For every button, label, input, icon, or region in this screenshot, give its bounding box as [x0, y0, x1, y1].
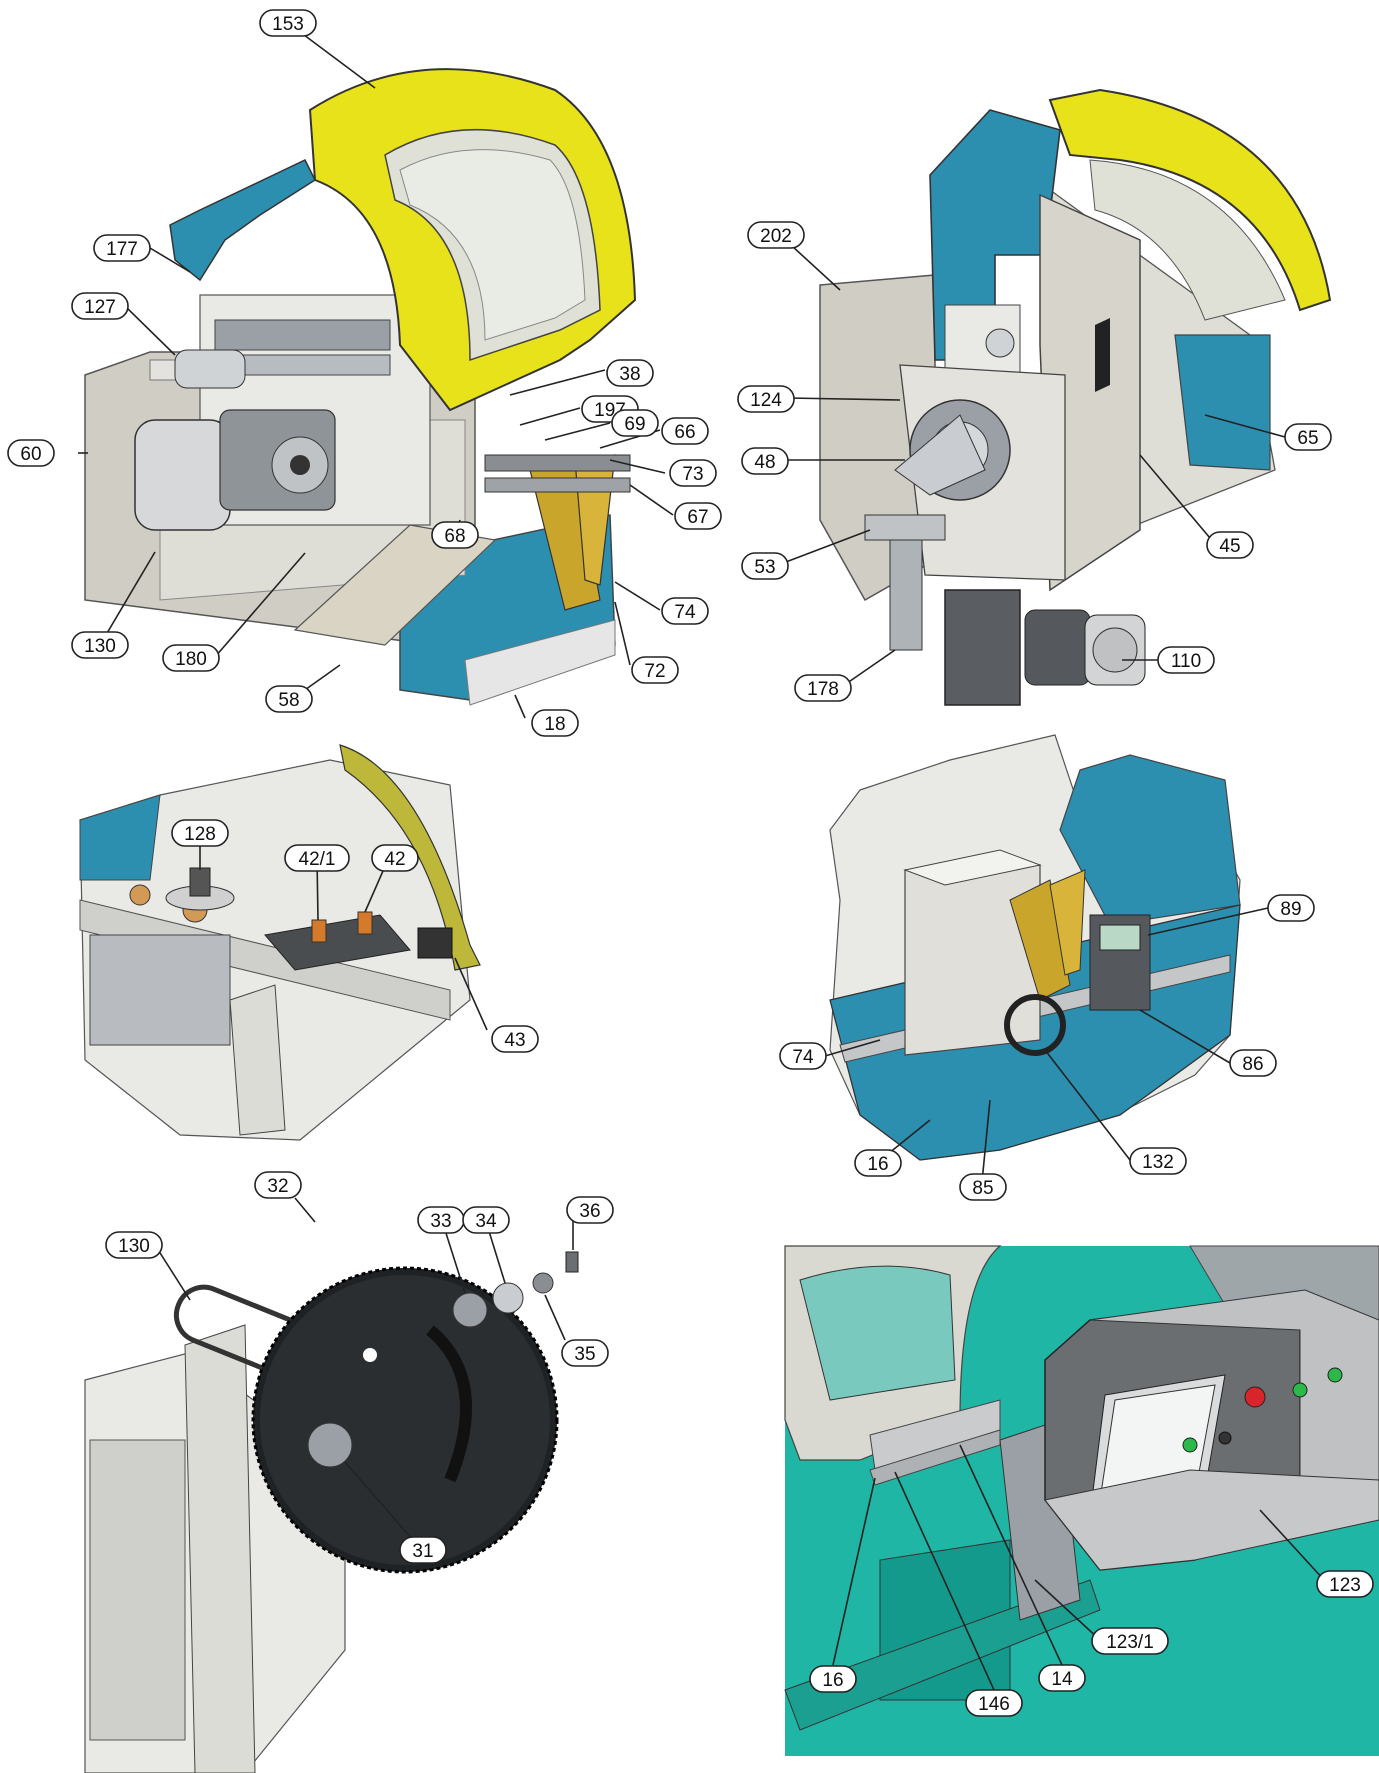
callout-38: 38	[606, 359, 654, 387]
callout-177: 177	[93, 234, 151, 262]
panel-control-panel-detail: 123 123/1 16 146 14	[784, 1245, 1379, 1756]
panel-blade-area-detail: 128 42/1 42 43	[79, 744, 539, 1141]
callout-74: 74	[661, 597, 709, 625]
svg-text:32: 32	[267, 1176, 288, 1197]
callout-85: 85	[959, 1173, 1007, 1201]
callout-35: 35	[561, 1339, 609, 1367]
svg-text:146: 146	[978, 1694, 1010, 1715]
svg-text:67: 67	[687, 507, 708, 528]
callout-89: 89	[1267, 894, 1315, 922]
callout-127: 127	[71, 292, 129, 320]
callout-110: 110	[1157, 646, 1215, 674]
svg-text:123: 123	[1329, 1575, 1361, 1596]
panel-main-machine-front: 153 177 127 60 130 180 58 18 38 197 69 6…	[7, 9, 722, 737]
svg-text:86: 86	[1242, 1054, 1263, 1075]
svg-text:128: 128	[184, 824, 216, 845]
svg-text:74: 74	[674, 602, 696, 623]
svg-text:48: 48	[754, 452, 775, 473]
callout-202: 202	[747, 221, 805, 249]
svg-text:43: 43	[504, 1030, 525, 1051]
svg-text:202: 202	[760, 226, 792, 247]
callout-65: 65	[1284, 423, 1332, 451]
svg-text:66: 66	[674, 422, 695, 443]
callout-73: 73	[669, 459, 717, 487]
callout-42: 42	[371, 844, 419, 872]
callout-16b: 16	[809, 1665, 857, 1693]
svg-text:180: 180	[175, 649, 207, 670]
svg-text:18: 18	[544, 714, 565, 735]
callout-128: 128	[171, 819, 229, 847]
svg-text:89: 89	[1280, 899, 1301, 920]
svg-text:60: 60	[20, 444, 41, 465]
svg-text:110: 110	[1171, 651, 1201, 672]
callout-130: 130	[71, 631, 129, 659]
callout-45: 45	[1206, 531, 1254, 559]
svg-text:127: 127	[84, 297, 116, 318]
svg-text:42: 42	[384, 849, 405, 870]
svg-text:53: 53	[754, 557, 775, 578]
svg-text:14: 14	[1051, 1669, 1073, 1690]
callout-146: 146	[965, 1689, 1023, 1717]
svg-text:69: 69	[624, 414, 645, 435]
svg-text:124: 124	[750, 390, 782, 411]
callout-123-1: 123/1	[1091, 1627, 1169, 1655]
callout-18: 18	[531, 709, 579, 737]
svg-text:33: 33	[430, 1211, 451, 1232]
svg-text:85: 85	[972, 1178, 993, 1199]
svg-text:45: 45	[1219, 536, 1240, 557]
svg-text:38: 38	[619, 364, 640, 385]
callout-123: 123	[1316, 1570, 1374, 1598]
panel-positioner-detail: 89 74 86 16 85 132	[779, 734, 1315, 1201]
callout-58: 58	[265, 685, 313, 713]
svg-text:153: 153	[272, 14, 304, 35]
svg-text:178: 178	[807, 679, 839, 700]
callout-153: 153	[259, 9, 317, 37]
svg-text:31: 31	[412, 1541, 433, 1562]
svg-text:65: 65	[1297, 428, 1318, 449]
callout-36: 36	[566, 1196, 614, 1224]
callout-178: 178	[794, 674, 852, 702]
svg-text:132: 132	[1142, 1152, 1174, 1173]
callout-32: 32	[254, 1171, 302, 1199]
svg-text:42/1: 42/1	[299, 849, 336, 870]
callout-48: 48	[741, 447, 789, 475]
callout-53: 53	[741, 552, 789, 580]
callout-132: 132	[1129, 1147, 1187, 1175]
callout-66: 66	[661, 417, 709, 445]
callout-68: 68	[431, 521, 479, 549]
callout-60: 60	[7, 439, 55, 467]
callout-74b: 74	[779, 1042, 827, 1070]
callout-69: 69	[611, 409, 659, 437]
svg-text:34: 34	[475, 1211, 497, 1232]
svg-text:16: 16	[867, 1154, 888, 1175]
svg-text:130: 130	[84, 636, 116, 657]
panel-main-machine-rear: 202 124 48 53 178 110 65 45	[737, 88, 1332, 706]
callout-124: 124	[737, 385, 795, 413]
svg-text:73: 73	[682, 464, 703, 485]
callout-42-1: 42/1	[284, 844, 350, 872]
svg-text:177: 177	[106, 239, 138, 260]
callout-67: 67	[674, 502, 722, 530]
callout-130b: 130	[105, 1231, 163, 1259]
callout-86: 86	[1229, 1049, 1277, 1077]
callout-14: 14	[1038, 1664, 1086, 1692]
svg-text:58: 58	[278, 690, 299, 711]
callout-180: 180	[162, 644, 220, 672]
svg-text:68: 68	[444, 526, 465, 547]
callout-72: 72	[631, 656, 679, 684]
svg-text:35: 35	[574, 1344, 595, 1365]
panel-blade-exploded: 32 33 34 36 130 35 31	[84, 1171, 614, 1773]
callout-43: 43	[491, 1025, 539, 1053]
callout-31: 31	[399, 1536, 447, 1564]
svg-text:16: 16	[822, 1670, 843, 1691]
callout-33: 33	[417, 1206, 465, 1234]
svg-text:72: 72	[644, 661, 665, 682]
svg-text:123/1: 123/1	[1106, 1632, 1154, 1653]
svg-text:36: 36	[579, 1201, 600, 1222]
svg-text:130: 130	[118, 1236, 150, 1257]
callout-34: 34	[462, 1206, 510, 1234]
callout-16: 16	[854, 1149, 902, 1177]
svg-text:74: 74	[792, 1047, 814, 1068]
